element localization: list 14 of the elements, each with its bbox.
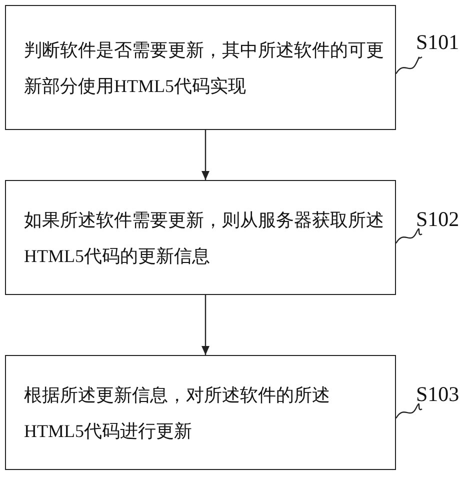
process-box [5, 5, 396, 130]
process-box [5, 180, 396, 295]
step-number: S102 [416, 207, 460, 232]
arrow [202, 295, 210, 355]
step-text: 判断软件是否需要更新，其中所述软件的可更新部分使用HTML5代码实现 [24, 38, 385, 98]
leader-line [396, 56, 422, 74]
step-text: 根据所述更新信息，对所述软件的所述HTML5代码进行更新 [24, 384, 331, 442]
step-number: S103 [416, 382, 460, 407]
arrow [202, 130, 210, 180]
step-text: 如果所述软件需要更新，则从服务器获取所述HTML5代码的更新信息 [24, 208, 385, 268]
leader-line [396, 228, 422, 244]
process-box [5, 355, 396, 470]
leader-line [396, 404, 422, 419]
step-number: S101 [416, 30, 460, 55]
